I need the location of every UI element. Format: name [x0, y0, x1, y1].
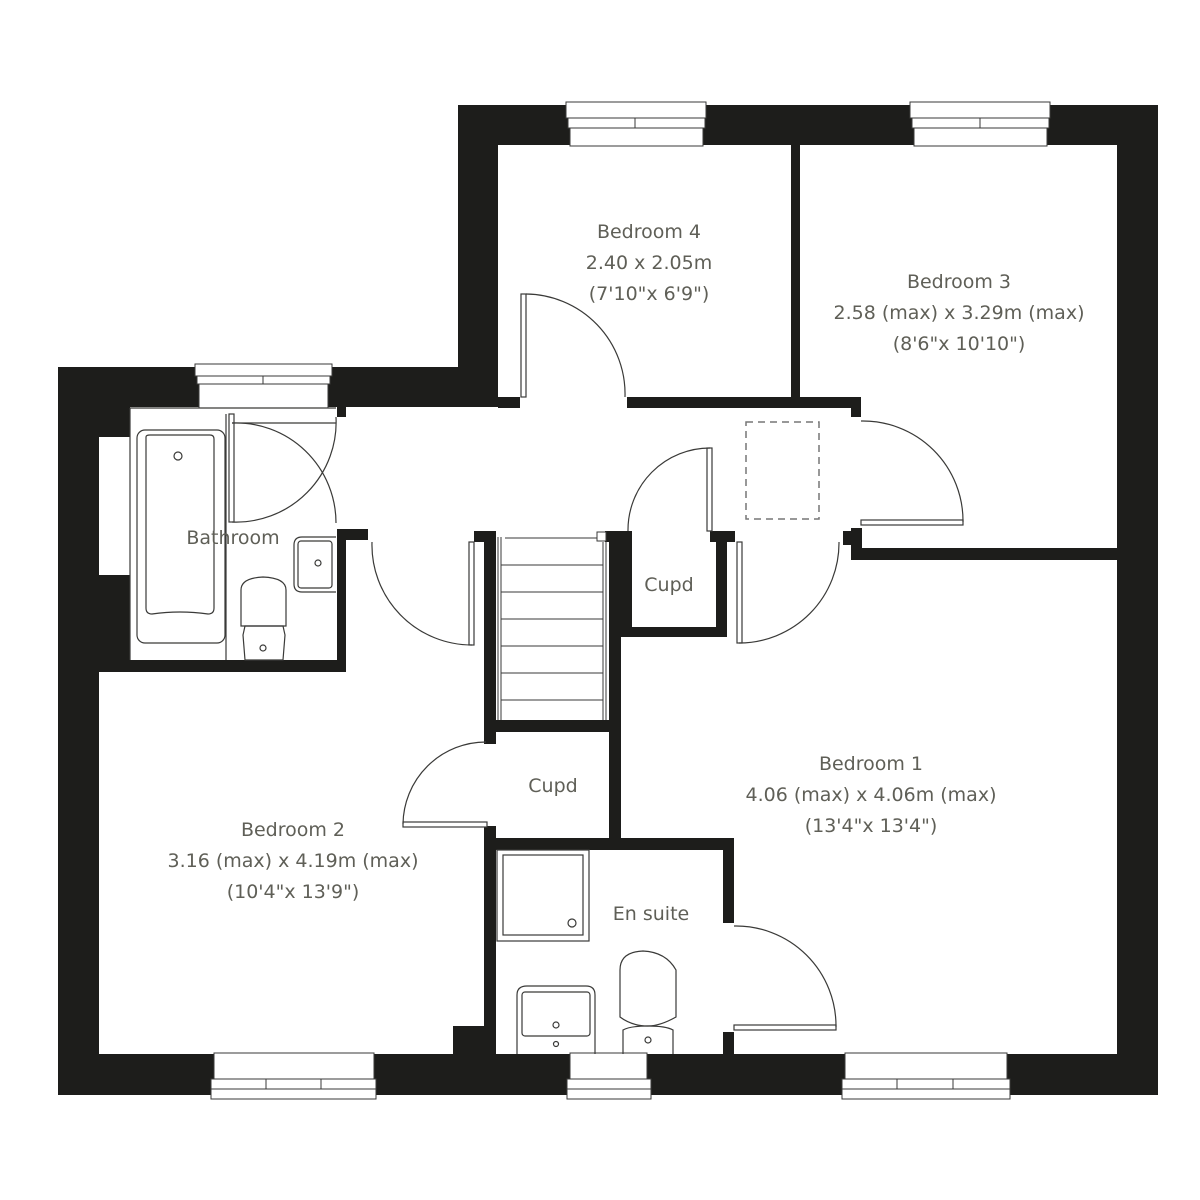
cupboard-door-bedroom2 — [402, 741, 488, 828]
room-label-bedroom3: Bedroom 3 2.58 (max) x 3.29m (max) (8'6"… — [834, 267, 1085, 360]
room-name: Cupd — [644, 574, 694, 596]
bedroom2-door — [371, 541, 475, 646]
bathroom-fixtures — [129, 407, 336, 661]
room-dimensions-imperial: (7'10"x 6'9") — [588, 283, 710, 305]
room-label-cupboard-bedroom2: Cupd — [528, 771, 577, 802]
room-label-bedroom2: Bedroom 2 3.16 (max) x 4.19m (max) (10'4… — [168, 815, 419, 908]
bathroom-window — [194, 363, 333, 409]
internal-walls — [99, 145, 1117, 1056]
bedroom1-window — [841, 1052, 1011, 1100]
room-dimensions-imperial: (8'6"x 10'10") — [892, 333, 1026, 355]
room-dimensions-imperial: (13'4"x 13'4") — [804, 815, 938, 837]
room-label-bedroom4: Bedroom 4 2.40 x 2.05m (7'10"x 6'9") — [586, 217, 712, 310]
room-label-bedroom1: Bedroom 1 4.06 (max) x 4.06m (max) (13'4… — [746, 749, 997, 842]
room-name: En suite — [612, 903, 690, 925]
room-dimensions-imperial: (10'4"x 13'9") — [226, 881, 360, 903]
bedroom3-door — [860, 420, 964, 526]
shower-tray — [496, 849, 590, 942]
cupboard-door-landing — [627, 447, 713, 532]
room-name: Cupd — [528, 775, 578, 797]
windows — [194, 101, 1051, 1100]
ensuite-fixtures — [496, 849, 677, 1054]
ensuite-basin — [516, 985, 596, 1054]
bedroom1-door — [736, 541, 840, 644]
bathroom-toilet — [240, 576, 287, 661]
bathroom-basin — [293, 536, 336, 593]
room-name: Bedroom 3 — [906, 271, 1012, 293]
room-label-cupboard-landing: Cupd — [644, 570, 693, 601]
bedroom4-door — [520, 293, 626, 398]
room-dimensions-metric: 3.16 (max) x 4.19m (max) — [167, 850, 419, 872]
room-dimensions-metric: 2.58 (max) x 3.29m (max) — [833, 302, 1085, 324]
doors — [228, 293, 964, 1031]
room-name: Bedroom 1 — [818, 753, 924, 775]
bath — [136, 429, 226, 644]
room-dimensions-metric: 4.06 (max) x 4.06m (max) — [745, 784, 997, 806]
room-name: Bathroom — [186, 527, 280, 549]
bedroom2-window — [210, 1052, 377, 1100]
ensuite-door — [733, 925, 837, 1031]
ensuite-window — [566, 1052, 652, 1100]
room-name: Bedroom 2 — [240, 819, 346, 841]
loft-hatch — [745, 421, 820, 520]
staircase — [497, 531, 607, 720]
room-name: Bedroom 4 — [596, 221, 702, 243]
room-label-bathroom: Bathroom — [186, 523, 279, 554]
room-label-ensuite: En suite — [613, 899, 689, 930]
ensuite-toilet — [619, 950, 677, 1054]
bathroom-door — [228, 413, 337, 524]
bedroom4-window — [565, 101, 707, 147]
bedroom3-window — [909, 101, 1051, 147]
room-dimensions-metric: 2.40 x 2.05m — [585, 252, 713, 274]
